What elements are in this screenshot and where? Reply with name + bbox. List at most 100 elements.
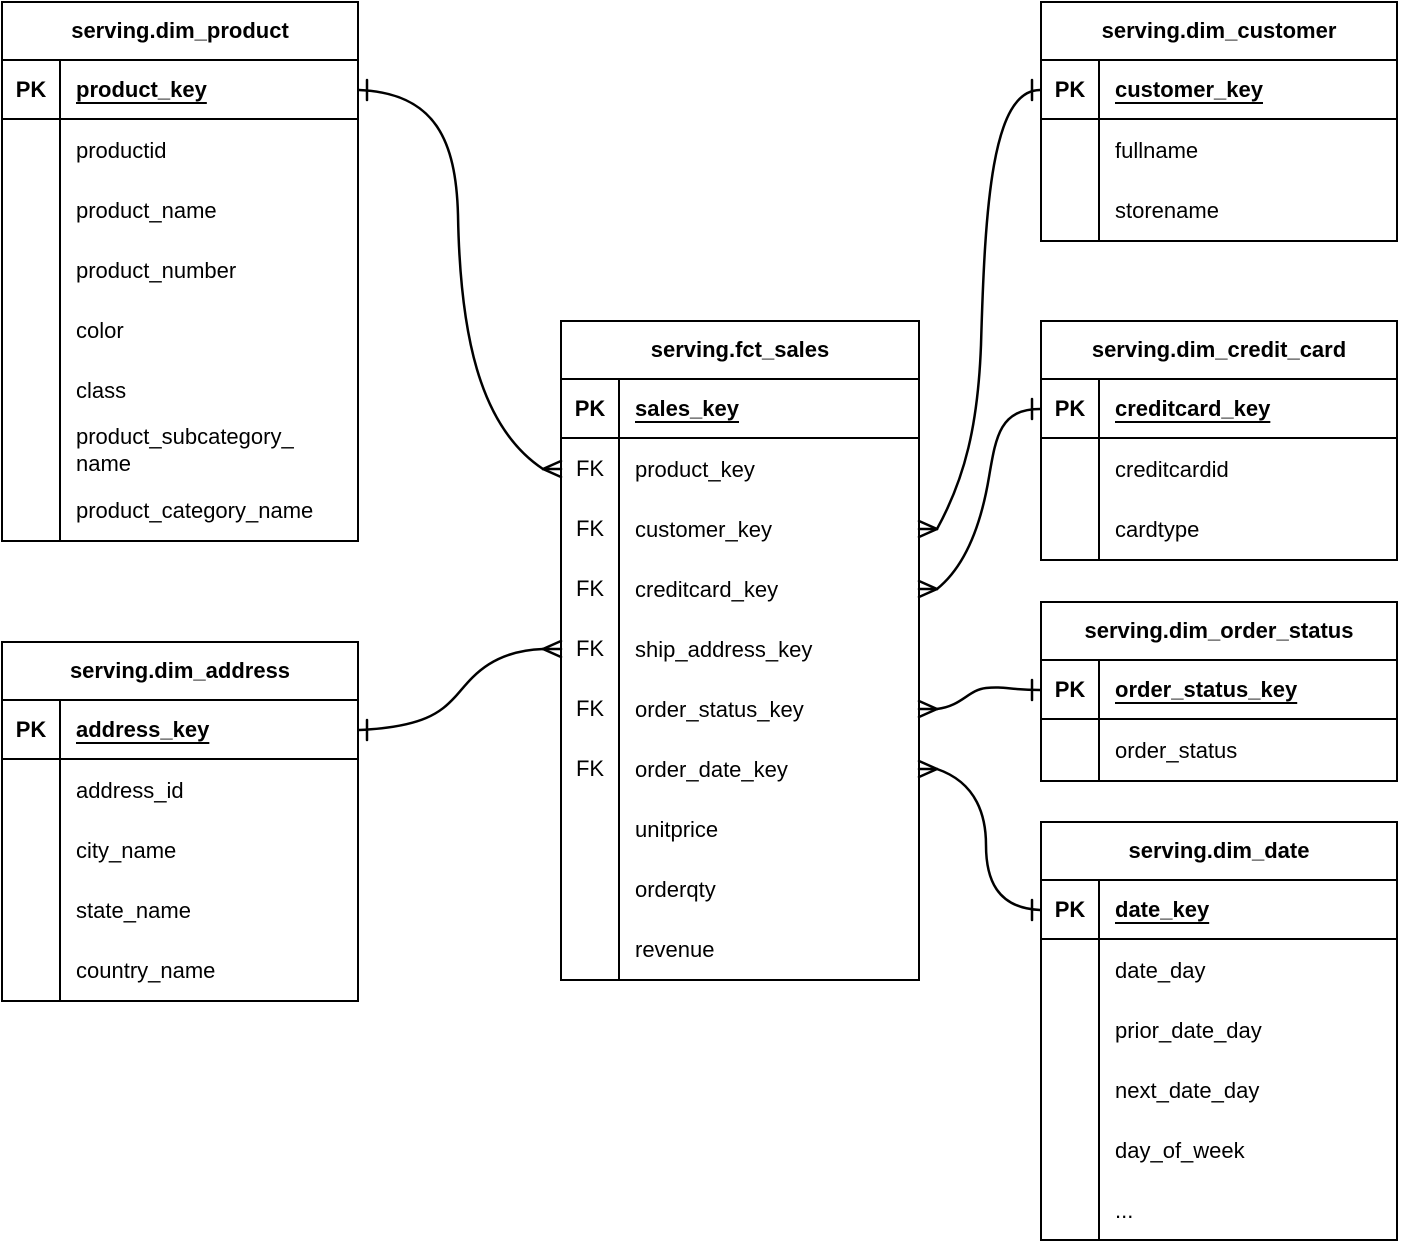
field-name: product_number [76, 257, 237, 283]
relationship-address [357, 639, 563, 742]
field-name: fullname [1115, 137, 1199, 163]
field-list: date_day prior_date_day next_date_day da… [1042, 940, 1396, 1240]
field-list: address_id city_name state_name country_… [3, 760, 357, 1000]
field-row: date_day [1042, 940, 1396, 1000]
cardinality-many-crowfoot [541, 639, 563, 659]
pk-field-name: date_key [1115, 897, 1210, 922]
table-dim-product[interactable]: serving.dim_product PK product_key produ… [1, 1, 359, 542]
field-key-label [3, 240, 61, 300]
relationship-credit-card [917, 397, 1042, 599]
field-row: fullname [1042, 120, 1396, 180]
field-name: cardtype [1115, 516, 1200, 542]
field-key-label: FK [562, 679, 620, 739]
field-name: state_name [76, 897, 191, 923]
table-dim-customer[interactable]: serving.dim_customer PK customer_key ful… [1040, 1, 1398, 242]
field-row: FK creditcard_key [562, 559, 918, 619]
table-title: serving.dim_credit_card [1042, 322, 1396, 380]
table-title: serving.dim_customer [1042, 3, 1396, 61]
field-key-label [3, 300, 61, 360]
field-row: productid [3, 120, 357, 180]
pk-row: PK sales_key [562, 380, 918, 439]
field-name: day_of_week [1115, 1137, 1245, 1163]
field-name: city_name [76, 837, 177, 863]
field-key-label [1042, 940, 1100, 1000]
field-name: storename [1115, 197, 1219, 223]
field-name: unitprice [635, 816, 719, 842]
field-name: address_id [76, 777, 184, 803]
field-list: FK product_key FK customer_key FK credit… [562, 439, 918, 979]
field-key-label [562, 799, 620, 859]
field-name: product_name [76, 197, 217, 223]
cardinality-many-crowfoot [917, 579, 939, 599]
field-row: product_subcategory_ name [3, 420, 357, 480]
field-name: revenue [635, 936, 715, 962]
field-row: product_name [3, 180, 357, 240]
field-name: prior_date_day [1115, 1017, 1262, 1043]
field-key-label [1042, 499, 1100, 559]
field-name: next_date_day [1115, 1077, 1260, 1103]
field-key-label: FK [562, 559, 620, 619]
pk-label: PK [1042, 881, 1100, 938]
pk-field-name: sales_key [635, 396, 739, 421]
field-key-label [3, 940, 61, 1000]
pk-label: PK [1042, 380, 1100, 437]
field-key-label: FK [562, 619, 620, 679]
field-row: orderqty [562, 859, 918, 919]
field-key-label [1042, 1060, 1100, 1120]
field-key-label [1042, 120, 1100, 180]
pk-row: PK date_key [1042, 881, 1396, 940]
field-name: orderqty [635, 876, 716, 902]
field-list: order_status [1042, 720, 1396, 780]
field-row: unitprice [562, 799, 918, 859]
table-title: serving.dim_order_status [1042, 603, 1396, 661]
table-fct-sales[interactable]: serving.fct_sales PK sales_key FK produc… [560, 320, 920, 981]
field-row: FK order_status_key [562, 679, 918, 739]
field-key-label [3, 180, 61, 240]
pk-field-name: address_key [76, 717, 210, 742]
field-row: FK ship_address_key [562, 619, 918, 679]
cardinality-many-crowfoot [917, 519, 939, 539]
field-row: ... [1042, 1180, 1396, 1240]
field-name: ship_address_key [635, 636, 813, 662]
field-row: address_id [3, 760, 357, 820]
field-row: prior_date_day [1042, 1000, 1396, 1060]
field-name: productid [76, 137, 167, 163]
field-name: product_key [635, 456, 755, 482]
field-row: cardtype [1042, 499, 1396, 559]
field-key-label [3, 880, 61, 940]
cardinality-many-crowfoot [917, 699, 939, 719]
field-name: order_status_key [635, 696, 804, 722]
table-title: serving.dim_address [3, 643, 357, 701]
field-name: customer_key [635, 516, 772, 542]
field-name: country_name [76, 957, 216, 983]
table-dim-address[interactable]: serving.dim_address PK address_key addre… [1, 641, 359, 1002]
table-dim-date[interactable]: serving.dim_date PK date_key date_day pr… [1040, 821, 1398, 1241]
cardinality-many-crowfoot [917, 759, 939, 779]
field-row: FK product_key [562, 439, 918, 499]
pk-field-name: product_key [76, 77, 207, 102]
field-key-label [1042, 1000, 1100, 1060]
pk-row: PK product_key [3, 61, 357, 120]
field-key-label [1042, 720, 1100, 780]
field-key-label [3, 480, 61, 540]
field-key-label [3, 120, 61, 180]
field-key-label: FK [562, 499, 620, 559]
field-name: creditcard_key [635, 576, 779, 602]
field-list: creditcardid cardtype [1042, 439, 1396, 559]
table-dim-order-status[interactable]: serving.dim_order_status PK order_status… [1040, 601, 1398, 782]
table-dim-credit-card[interactable]: serving.dim_credit_card PK creditcard_ke… [1040, 320, 1398, 561]
pk-label: PK [3, 61, 61, 118]
field-row: color [3, 300, 357, 360]
field-row: country_name [3, 940, 357, 1000]
relationship-order-status [917, 678, 1042, 719]
table-title: serving.dim_product [3, 3, 357, 61]
field-key-label [3, 360, 61, 420]
table-title: serving.dim_date [1042, 823, 1396, 881]
pk-field-name: order_status_key [1115, 677, 1298, 702]
field-row: storename [1042, 180, 1396, 240]
field-name: color [76, 317, 124, 343]
field-row: creditcardid [1042, 439, 1396, 499]
field-key-label: FK [562, 439, 620, 499]
pk-row: PK order_status_key [1042, 661, 1396, 720]
